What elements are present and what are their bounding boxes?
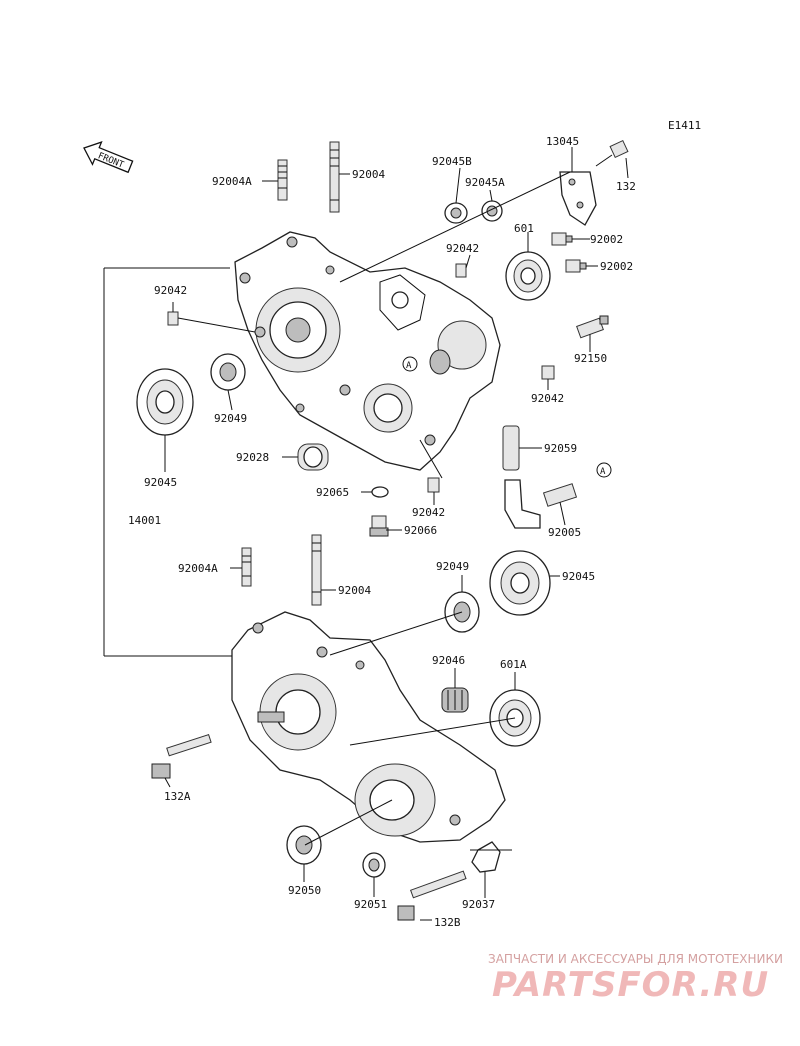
label-92059: 92059 <box>544 442 577 455</box>
label-92049-top: 92049 <box>214 412 247 425</box>
label-92045-left: 92045 <box>144 476 177 489</box>
part-labels: 92004A 92004 92045B 92045A 13045 132 920… <box>128 135 636 929</box>
fitting-92005: A <box>542 462 612 507</box>
label-92042-b: 92042 <box>531 392 564 405</box>
plug-92066 <box>369 515 389 537</box>
pin-92042-left <box>167 311 179 326</box>
washer-92065 <box>371 486 389 498</box>
watermark-tagline: ЗАПЧАСТИ И АКСЕССУАРЫ ДЛЯ МОТОТЕХНИКИ <box>488 952 783 966</box>
label-92028: 92028 <box>236 451 269 464</box>
label-92042-a: 92042 <box>446 242 479 255</box>
label-92005: 92005 <box>548 526 581 539</box>
seal-92049-top <box>210 353 246 391</box>
seal-92045B <box>444 202 468 224</box>
label-92150: 92150 <box>574 352 607 365</box>
label-92004A-top: 92004A <box>212 175 252 188</box>
label-92004-top: 92004 <box>352 168 385 181</box>
label-92002-a: 92002 <box>590 233 623 246</box>
label-13045: 13045 <box>546 135 579 148</box>
label-14001: 14001 <box>128 514 161 527</box>
diagram-code: E1411 <box>668 119 701 132</box>
label-601A: 601A <box>500 658 527 671</box>
label-92004A-bot: 92004A <box>178 562 218 575</box>
stud-92004A-top <box>277 159 288 201</box>
pin-92042-b <box>541 365 555 380</box>
bearing-92045-bot <box>489 550 551 616</box>
bearing-92045-left <box>136 368 194 436</box>
label-92042-c: 92042 <box>412 506 445 519</box>
front-arrow-icon: FRONT <box>83 141 134 174</box>
pin-92042-a <box>455 263 467 278</box>
pin-92042-c <box>427 477 440 493</box>
needle-bearing-92046 <box>441 687 469 713</box>
circle-marker-upper: A <box>406 361 412 371</box>
label-92042-left: 92042 <box>154 284 187 297</box>
label-92037: 92037 <box>462 898 495 911</box>
label-132A: 132A <box>164 790 191 803</box>
label-92045A: 92045A <box>465 176 505 189</box>
bolt-92002-b <box>565 259 587 273</box>
seal-92045A <box>481 200 503 222</box>
leader-lines <box>103 147 629 921</box>
bearing-601 <box>505 251 551 301</box>
hose-92059 <box>502 425 541 529</box>
label-601: 601 <box>514 222 534 235</box>
label-92002-b: 92002 <box>600 260 633 273</box>
label-132B: 132B <box>434 916 461 929</box>
label-92045B: 92045B <box>432 155 472 168</box>
bracket-13045 <box>559 171 597 226</box>
watermark-logo: PARTSFOR.RU <box>492 965 769 1005</box>
upper-crankcase: A <box>234 231 501 471</box>
label-132: 132 <box>616 180 636 193</box>
seal-92051 <box>362 852 386 878</box>
stud-92004-bot <box>311 534 322 606</box>
label-92066: 92066 <box>404 524 437 537</box>
label-92046: 92046 <box>432 654 465 667</box>
bolt-92002-a <box>551 232 573 246</box>
bolt-132A <box>151 733 212 779</box>
bolt-132B <box>397 870 467 921</box>
bearing-92028 <box>297 443 329 471</box>
label-92004-bot: 92004 <box>338 584 371 597</box>
label-92049-bot: 92049 <box>436 560 469 573</box>
stud-92004-top <box>329 141 340 213</box>
stud-92004A-bot <box>241 547 252 587</box>
label-92051: 92051 <box>354 898 387 911</box>
lower-crankcase <box>231 611 506 843</box>
seal-92050 <box>286 825 322 865</box>
label-92045-bot: 92045 <box>562 570 595 583</box>
clamp-92037 <box>471 841 501 873</box>
label-92065: 92065 <box>316 486 349 499</box>
bolt-132 <box>595 139 629 167</box>
watermark: ЗАПЧАСТИ И АКСЕССУАРЫ ДЛЯ МОТОТЕХНИКИ PA… <box>488 952 783 1005</box>
label-92050: 92050 <box>288 884 321 897</box>
fitting-92150 <box>576 315 609 339</box>
circle-marker-right: A <box>600 467 606 477</box>
